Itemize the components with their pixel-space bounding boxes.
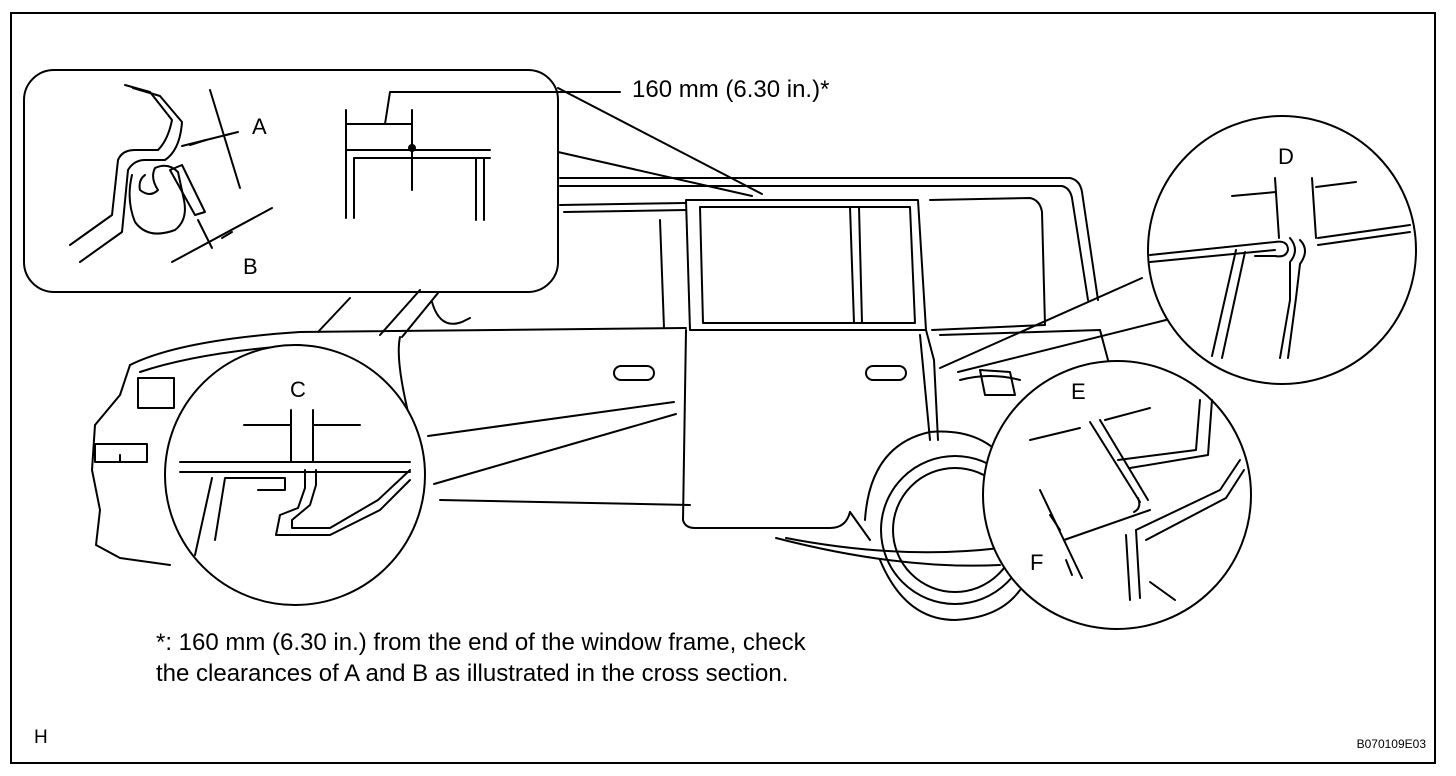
footnote: *: 160 mm (6.30 in.) from the end of the… [156,627,806,689]
inset-d [939,115,1417,385]
footnote-line-1: *: 160 mm (6.30 in.) from the end of the… [156,629,806,656]
corner-code-left: H [34,727,48,748]
footnote-line-2: the clearances of A and B as illustrated… [156,660,789,687]
inset-c [164,344,677,606]
inset-ab [23,69,763,293]
frame-detail [345,91,621,221]
label-d: D [1278,144,1294,169]
label-e: E [1071,379,1086,404]
label-c: C [290,377,306,402]
inset-ef [775,360,1252,630]
dimension-callout: 160 mm (6.30 in.)* [632,76,830,103]
figure-frame [10,12,1436,764]
label-a: A [252,114,267,139]
label-f: F [1030,550,1044,575]
label-b: B [243,254,258,279]
figure-id: B070109E03 [1356,737,1426,751]
